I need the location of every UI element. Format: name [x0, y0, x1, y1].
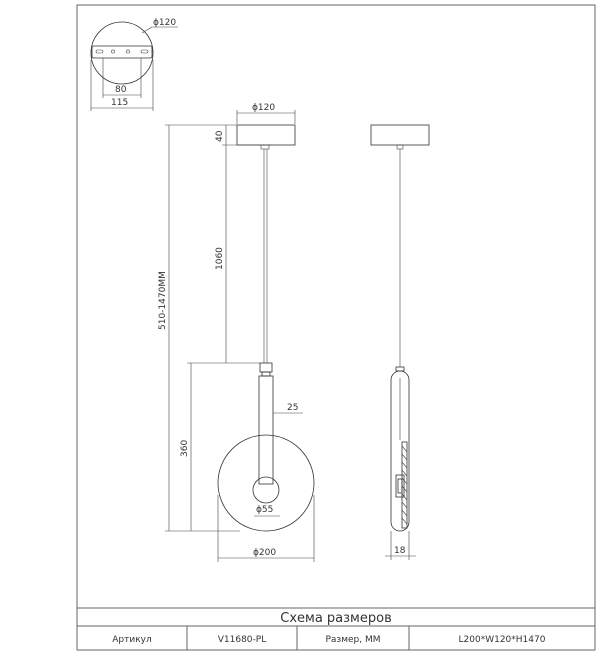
dim-canopy-height: 40 — [215, 130, 225, 142]
canopy-top-view: ϕ120 80 115 — [90, 18, 178, 111]
dim-disc-diameter: ϕ200 — [253, 548, 276, 558]
dim-lamp-height: 360 — [180, 440, 190, 457]
article-value: V11680-PL — [218, 635, 266, 645]
drawing-frame — [76, 4, 596, 651]
dim-canopy-top-diameter: ϕ120 — [153, 18, 176, 28]
dim-sphere-diameter: ϕ55 — [256, 505, 273, 515]
dim-tube-width: 25 — [287, 403, 298, 413]
lamp-side-view: 18 — [370, 124, 430, 560]
dim-canopy-outer-width: 115 — [111, 98, 128, 108]
dim-total-height: 510-1470MM — [158, 271, 168, 330]
dim-cable-length: 1060 — [215, 247, 225, 270]
lamp-front-view: ϕ120 25 ϕ55 ϕ200 40 1060 — [158, 103, 315, 562]
title-block: Схема размеров Артикул V11680-PL Размер,… — [77, 607, 595, 650]
article-label: Артикул — [112, 635, 151, 645]
size-value: L200*W120*H1470 — [459, 635, 546, 645]
dim-canopy-plate-width: 80 — [115, 85, 127, 95]
title-text: Схема размеров — [280, 611, 391, 626]
dim-side-thickness: 18 — [394, 546, 406, 556]
size-label: Размер, ММ — [325, 635, 380, 645]
dim-canopy-side-diameter: ϕ120 — [252, 103, 275, 113]
